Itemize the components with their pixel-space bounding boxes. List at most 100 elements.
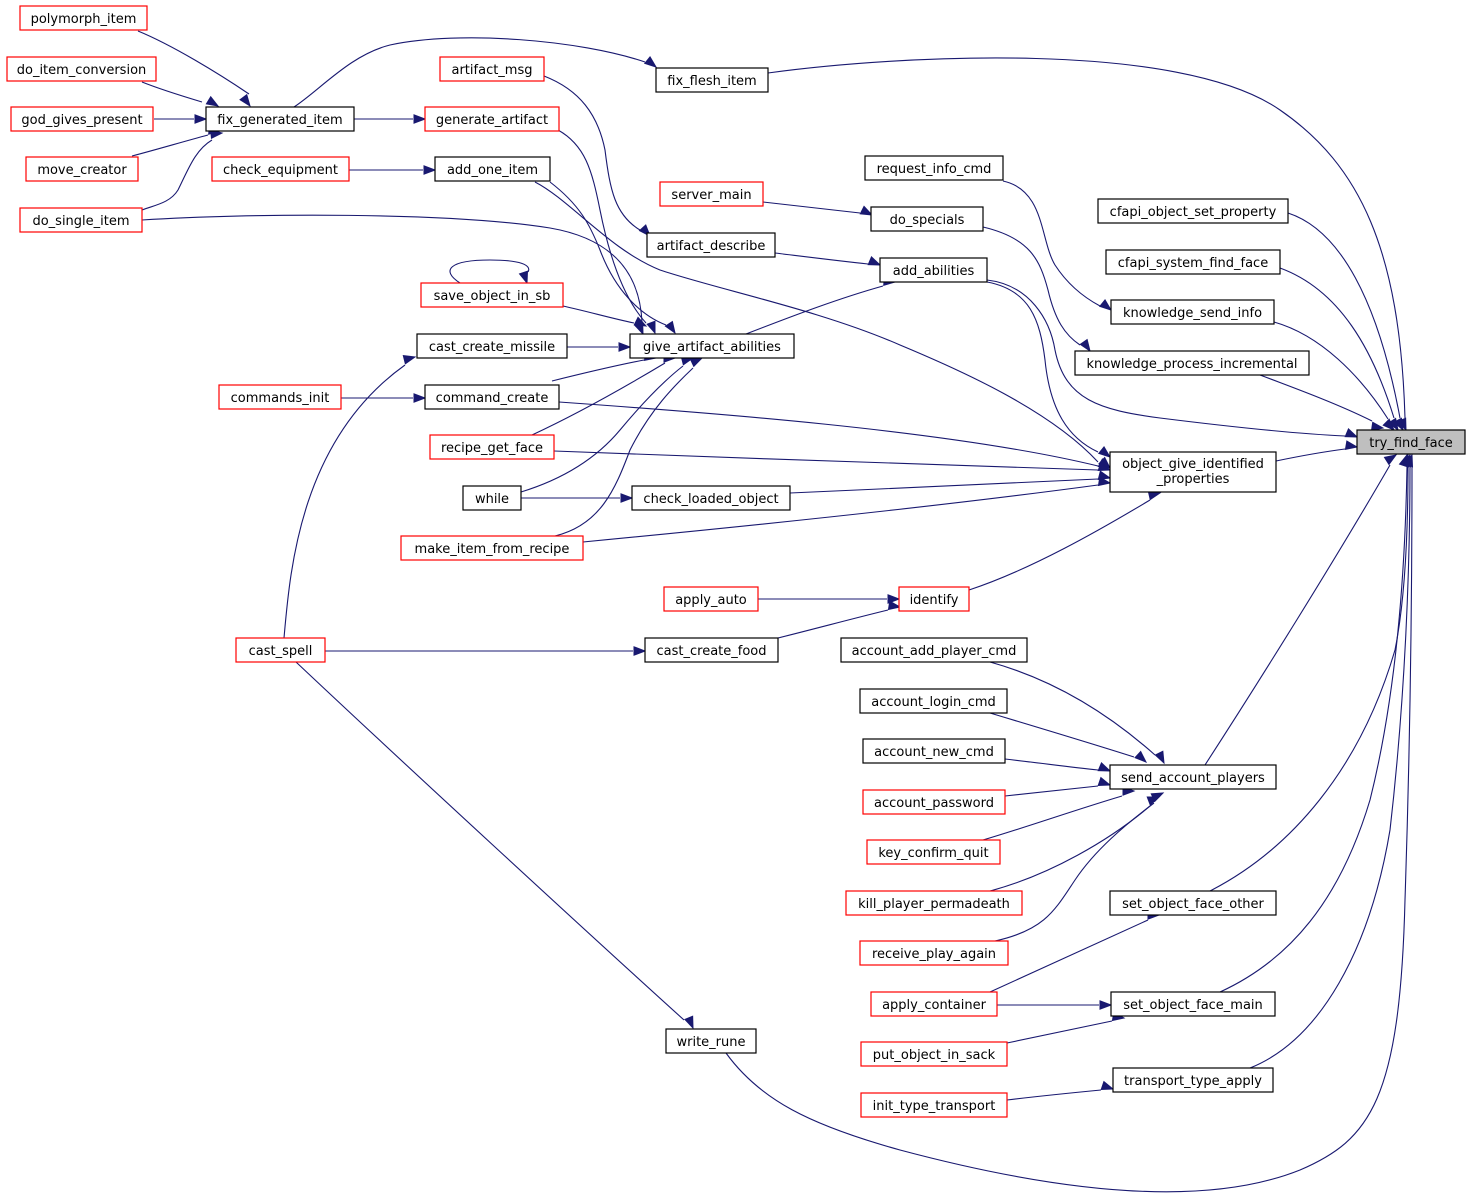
edge-line — [449, 259, 530, 284]
edge-line — [534, 181, 1099, 463]
node-box — [870, 206, 984, 232]
node-label: write_rune — [676, 1035, 745, 1050]
edge-line — [994, 802, 1155, 942]
edge-put_object_in_sack-to-set_object_face_main — [1006, 1011, 1126, 1044]
edge-line — [1219, 466, 1408, 993]
node-box — [25, 156, 139, 182]
nodes-layer: polymorph_item do_item_conversion god_give… — [6, 5, 1466, 1118]
node-send-account-players[interactable]: send_account_players — [1109, 764, 1277, 790]
node-apply-container[interactable]: apply_container — [870, 991, 998, 1017]
arrow-head-icon — [887, 600, 902, 611]
node-box — [10, 106, 154, 132]
arrow-head-icon — [205, 95, 220, 107]
node-init-type-transport[interactable]: init_type_transport — [860, 1092, 1008, 1118]
node-box — [1109, 451, 1277, 493]
node-do-single-item[interactable]: do_single_item — [19, 207, 143, 233]
node-label: try_find_face — [1369, 436, 1453, 451]
node-cast-create-missile[interactable]: cast_create_missile — [416, 333, 568, 359]
node-label: identify — [910, 593, 959, 608]
arrow-head-icon — [633, 646, 647, 656]
node-while[interactable]: while — [462, 485, 522, 511]
node-cast-spell[interactable]: cast_spell — [235, 637, 326, 663]
node-label: polymorph_item — [31, 12, 137, 27]
edge-set_object_face_other-to-try_find_face — [1209, 453, 1410, 892]
node-polymorph-item[interactable]: polymorph_item — [19, 5, 148, 31]
arrow-head-icon — [646, 320, 656, 335]
edge-line — [531, 362, 666, 436]
node-save-object-in-sb[interactable]: save_object_in_sb — [420, 282, 564, 308]
node-account-new-cmd[interactable]: account_new_cmd — [862, 738, 1006, 764]
node-god-gives-present[interactable]: god_gives_present — [10, 106, 154, 132]
node-generate-artifact[interactable]: generate_artifact — [424, 106, 560, 132]
node-server-main[interactable]: server_main — [659, 181, 764, 207]
node-artifact-msg[interactable]: artifact_msg — [439, 56, 545, 82]
edge-line — [543, 75, 641, 231]
node-account-password[interactable]: account_password — [862, 789, 1006, 815]
node-request-info-cmd[interactable]: request_info_cmd — [864, 155, 1004, 181]
node-cfapi-system-find-face[interactable]: cfapi_system_find_face — [1105, 249, 1281, 275]
node-label: cast_spell — [249, 644, 313, 659]
node-knowledge-send-info[interactable]: knowledge_send_info — [1110, 299, 1275, 325]
node-do-specials[interactable]: do_specials — [870, 206, 984, 232]
node-label: send_account_players — [1121, 771, 1265, 786]
node-move-creator[interactable]: move_creator — [25, 156, 139, 182]
node-box — [211, 156, 350, 182]
node-box — [864, 155, 1004, 181]
node-kill-player-permadeath[interactable]: kill_player_permadeath — [845, 890, 1023, 916]
node-label: make_item_from_recipe — [415, 542, 570, 557]
edge-while-to-give_artifact_abilities — [520, 356, 695, 493]
node-set-object-face-main[interactable]: set_object_face_main — [1110, 991, 1276, 1017]
node-recipe-get-face[interactable]: recipe_get_face — [429, 434, 555, 460]
node-box — [439, 56, 545, 82]
node-box — [1112, 1067, 1274, 1093]
node-box — [1110, 991, 1276, 1017]
node-fix-flesh-item[interactable]: fix_flesh_item — [655, 67, 769, 93]
edge-check_loaded_object-to-object_give_identified_properties — [789, 470, 1112, 494]
edge-cfapi_system_find_face-to-try_find_face — [1279, 267, 1399, 432]
node-label: add_abilities — [893, 264, 975, 279]
node-transport-type-apply[interactable]: transport_type_apply — [1112, 1067, 1274, 1093]
arrow-head-icon — [620, 493, 634, 503]
node-knowledge-process-incremental[interactable]: knowledge_process_incremental — [1074, 350, 1310, 376]
edge-line — [777, 609, 889, 639]
edge-fix_generated_item-to-fix_flesh_item — [293, 37, 658, 108]
node-write-rune[interactable]: write_rune — [665, 1028, 757, 1054]
node-receive-play-again[interactable]: receive_play_again — [859, 940, 1009, 966]
node-label: account_add_player_cmd — [852, 644, 1017, 659]
node-account-login-cmd[interactable]: account_login_cmd — [859, 688, 1008, 714]
edge-line — [293, 37, 646, 108]
node-account-add-player-cmd[interactable]: account_add_player_cmd — [840, 637, 1028, 663]
node-add-one-item[interactable]: add_one_item — [434, 156, 551, 182]
edge-key_confirm_quit-to-send_account_players — [982, 786, 1136, 841]
node-try-find-face[interactable]: try_find_face — [1356, 429, 1466, 455]
node-label: set_object_face_other — [1122, 897, 1264, 912]
node-set-object-face-other[interactable]: set_object_face_other — [1109, 890, 1277, 916]
node-command-create[interactable]: command_create — [424, 384, 560, 410]
node-box — [646, 232, 776, 258]
edge-transport_type_apply-to-try_find_face — [1249, 453, 1412, 1069]
node-check-equipment[interactable]: check_equipment — [211, 156, 350, 182]
node-check-loaded-object[interactable]: check_loaded_object — [631, 485, 791, 511]
node-identify[interactable]: identify — [898, 586, 970, 612]
node-label: while — [475, 492, 509, 507]
edge-object_give_identified_properties-to-try_find_face — [1275, 440, 1359, 462]
node-apply-auto[interactable]: apply_auto — [663, 586, 759, 612]
edge-save_object_in_sb-to-give_artifact_abilities — [562, 305, 648, 327]
edge-god_gives_present-to-fix_generated_item — [154, 114, 208, 124]
node-put-object-in-sack[interactable]: put_object_in_sack — [860, 1041, 1008, 1067]
node-cfapi-object-set-property[interactable]: cfapi_object_set_property — [1097, 198, 1289, 224]
node-box — [845, 890, 1023, 916]
node-label: god_gives_present — [21, 113, 142, 128]
node-do-item-conversion[interactable]: do_item_conversion — [6, 56, 157, 82]
node-commands-init[interactable]: commands_init — [218, 384, 342, 410]
node-artifact-describe[interactable]: artifact_describe — [646, 232, 776, 258]
node-add-abilities[interactable]: add_abilities — [879, 257, 988, 283]
node-label: generate_artifact — [436, 113, 548, 128]
node-fix-generated-item[interactable]: fix_generated_item — [205, 106, 355, 132]
node-make-item-from-recipe[interactable]: make_item_from_recipe — [400, 535, 584, 561]
node-cast-create-food[interactable]: cast_create_food — [644, 637, 779, 663]
edge-send_account_players-to-try_find_face — [1204, 454, 1398, 766]
node-key-confirm-quit[interactable]: key_confirm_quit — [866, 839, 1001, 865]
node-give-artifact-abilities[interactable]: give_artifact_abilities — [629, 333, 795, 359]
node-object-give-identified-properties[interactable]: object_give_identified_properties — [1109, 451, 1277, 493]
